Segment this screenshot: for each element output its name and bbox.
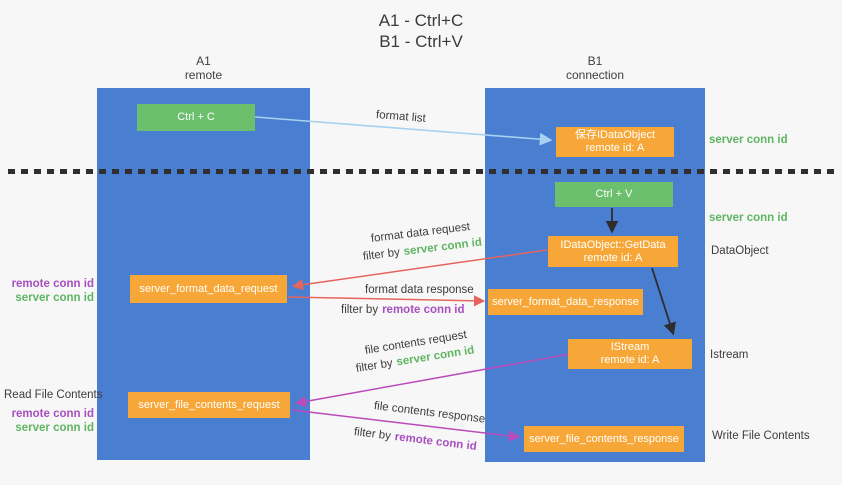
getdata-line1: IDataObject::GetData — [560, 238, 666, 251]
arrow-format-data-response — [287, 295, 486, 307]
title-line-1: A1 - Ctrl+C — [378, 11, 464, 30]
filter-by-prefix: filter by — [355, 357, 394, 375]
right-server-conn-id-label-1: server conn id — [709, 134, 788, 146]
ctrl-c-label: Ctrl + C — [177, 111, 215, 123]
right-write-file-contents-label: Write File Contents — [712, 430, 810, 442]
ctrl-c-action-box: Ctrl + C — [137, 104, 255, 131]
server-file-contents-response-box: server_file_contents_response — [524, 426, 684, 452]
column-b1-name: B1 — [587, 54, 603, 68]
file-response-label: server_file_contents_response — [529, 432, 679, 445]
right-server-conn-id-label-2: server conn id — [709, 212, 788, 224]
filter-by-prefix: filter by — [353, 426, 392, 443]
server-format-data-request-box: server_format_data_request — [130, 275, 287, 303]
left-remote-conn-id-2: remote conn id — [11, 408, 94, 420]
right-dataobject-label: DataObject — [711, 245, 769, 257]
remote-conn-id-key: remote conn id — [382, 304, 465, 316]
format-response-label: server_format_data_response — [492, 295, 639, 308]
phase-separator-dashed-line — [8, 169, 838, 174]
istream-line2: remote id: A — [600, 354, 660, 366]
format-request-label: server_format_data_request — [139, 282, 278, 295]
left-server-conn-id-2: server conn id — [15, 422, 94, 434]
left-conn-id-pair-1: remote conn id server conn id — [6, 277, 94, 305]
title-line-2: B1 - Ctrl+V — [379, 32, 463, 51]
column-a1-subtitle: remote — [184, 68, 223, 82]
idataobject-getdata-box: IDataObject::GetData remote id: A — [548, 236, 678, 267]
left-remote-conn-id-1: remote conn id — [11, 278, 94, 290]
filter-by-prefix: filter by — [362, 246, 401, 263]
left-read-file-contents-label: Read File Contents — [4, 389, 103, 401]
istream-line1: IStream — [610, 341, 650, 353]
column-header-a1: A1 remote — [97, 54, 310, 82]
column-a1-name: A1 — [196, 54, 211, 68]
save-idataobject-box: 保存IDataObject remote id: A — [556, 127, 674, 157]
istream-box: IStream remote id: A — [568, 339, 692, 369]
ctrl-v-action-box: Ctrl + V — [555, 182, 673, 207]
left-conn-id-pair-2: remote conn id server conn id — [6, 407, 94, 435]
column-b1-subtitle: connection — [565, 68, 625, 82]
right-istream-label: Istream — [710, 349, 749, 361]
filter-by-prefix: filter by — [341, 304, 379, 316]
format-data-response-label: format data response — [365, 284, 474, 296]
file-request-label: server_file_contents_request — [138, 398, 280, 411]
left-server-conn-id-1: server conn id — [15, 292, 94, 304]
column-header-b1: B1 connection — [485, 54, 705, 82]
server-file-contents-request-box: server_file_contents_request — [128, 392, 290, 418]
format-list-arrow-label: format list — [375, 109, 427, 125]
getdata-line2: remote id: A — [583, 251, 643, 264]
save-idataobject-line2: remote id: A — [585, 142, 645, 154]
server-format-data-response-box: server_format_data_response — [488, 289, 643, 315]
file-contents-response-label: file contents response — [373, 400, 486, 426]
remote-conn-id-key: remote conn id — [394, 431, 478, 454]
save-idataobject-line1: 保存IDataObject — [574, 129, 656, 141]
ctrl-v-label: Ctrl + V — [595, 188, 633, 200]
server-conn-id-key: server conn id — [403, 236, 483, 258]
diagram-title: A1 - Ctrl+C B1 - Ctrl+V — [0, 10, 842, 52]
